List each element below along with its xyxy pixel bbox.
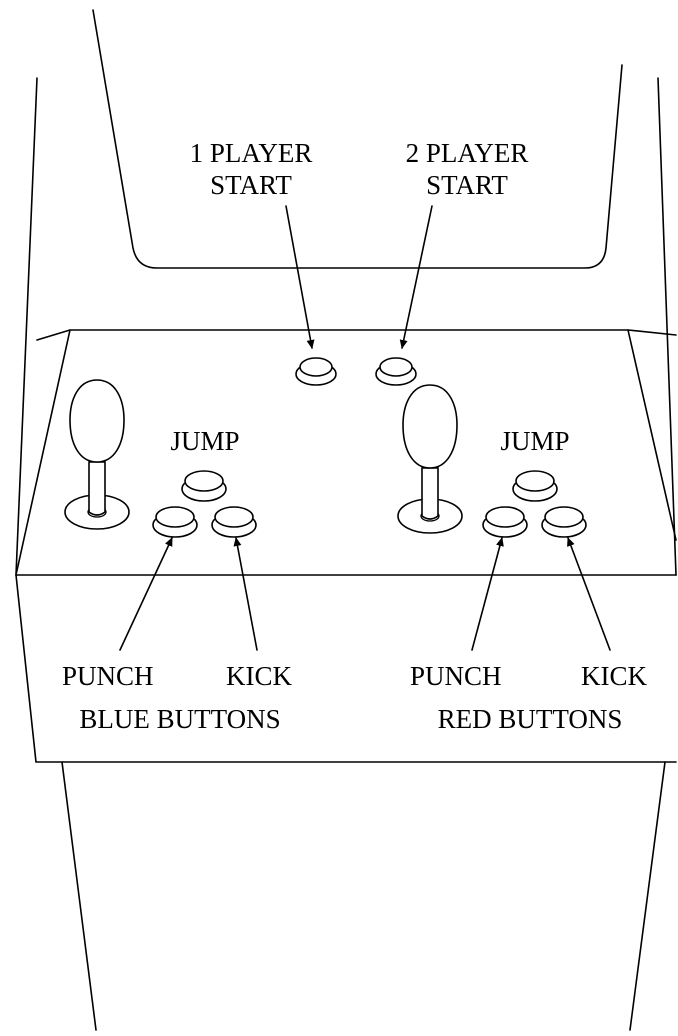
control-panel-front bbox=[15, 574, 677, 763]
arrow-punch-left bbox=[119, 537, 173, 651]
label-kick-right: KICK bbox=[581, 661, 647, 691]
label-punch-right: PUNCH bbox=[410, 661, 502, 691]
kick-button-left[interactable] bbox=[211, 506, 257, 538]
label-p1-start-line2: START bbox=[210, 170, 292, 200]
joystick-right[interactable] bbox=[397, 384, 463, 534]
punch-button-right[interactable] bbox=[482, 506, 528, 538]
callout-arrows bbox=[119, 205, 611, 651]
punch-button-left[interactable] bbox=[152, 506, 198, 538]
p2-start-button[interactable] bbox=[375, 357, 417, 386]
label-red-buttons: RED BUTTONS bbox=[438, 704, 623, 734]
label-p2-start-line2: START bbox=[426, 170, 508, 200]
label-kick-left: KICK bbox=[226, 661, 292, 691]
label-punch-left: PUNCH bbox=[62, 661, 154, 691]
monitor-bezel bbox=[92, 9, 623, 269]
jump-button-right[interactable] bbox=[512, 470, 558, 502]
label-jump-right: JUMP bbox=[500, 426, 569, 456]
arrow-kick-left bbox=[233, 537, 258, 651]
arrow-punch-right bbox=[471, 537, 504, 651]
label-blue-buttons: BLUE BUTTONS bbox=[79, 704, 280, 734]
p1-start-button[interactable] bbox=[295, 357, 337, 386]
jump-button-left[interactable] bbox=[181, 470, 227, 502]
arrow-p2-start bbox=[399, 205, 433, 349]
arrow-p1-start bbox=[285, 205, 315, 349]
label-p2-start-line1: 2 PLAYER bbox=[406, 138, 529, 168]
label-jump-left: JUMP bbox=[170, 426, 239, 456]
kick-button-right[interactable] bbox=[541, 506, 587, 538]
cabinet-outline bbox=[15, 9, 677, 1031]
label-p1-start-line1: 1 PLAYER bbox=[190, 138, 313, 168]
joystick-left[interactable] bbox=[64, 379, 130, 530]
arrow-kick-right bbox=[567, 537, 611, 651]
control-panel-top bbox=[36, 329, 677, 341]
